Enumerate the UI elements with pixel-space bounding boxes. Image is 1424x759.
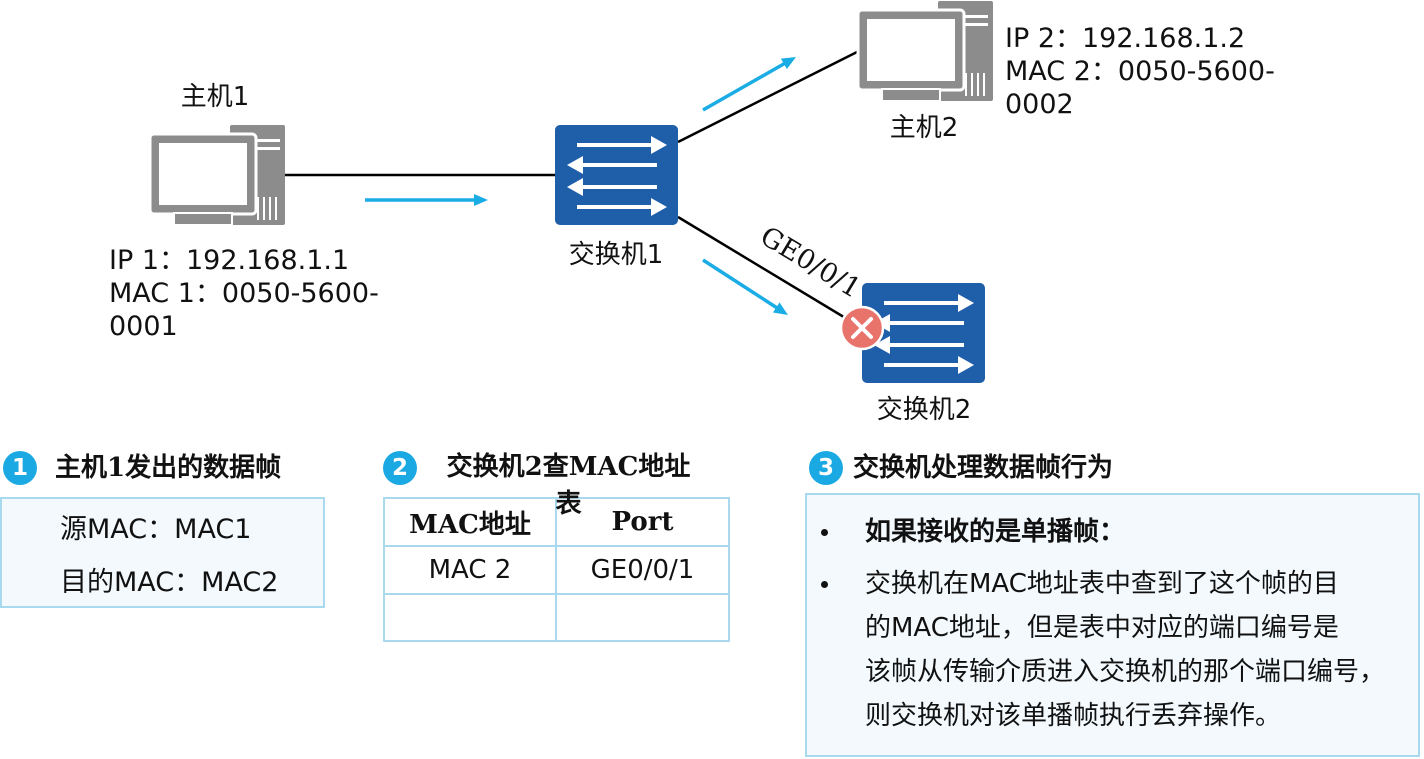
switch-body: [862, 283, 985, 383]
link-switch1-switch2: [677, 215, 863, 330]
red-x-icon: [839, 305, 885, 351]
arrow-shaft: [888, 321, 964, 325]
drive-bay: [962, 15, 988, 18]
step-badge-2: 2: [383, 451, 417, 485]
cell-mac-address: [383, 593, 557, 642]
cell-port: GE0/0/1: [555, 545, 730, 595]
switch-body: [555, 125, 678, 225]
sent-frame-panel: 源MAC：MAC1 目的MAC：MAC2: [0, 497, 325, 608]
section3-title: 交换机处理数据帧行为: [853, 453, 1114, 483]
drive-bay: [254, 147, 280, 150]
screen: [159, 143, 247, 205]
step-badge-1: 1: [3, 451, 37, 485]
host2-mac: MAC 2：0050-5600-: [1005, 56, 1275, 87]
table-row: [383, 593, 730, 642]
arrow-head-left: [874, 336, 890, 354]
explanation-line: 的MAC地址，但是表中对应的端口编号是: [865, 613, 1339, 643]
network-topology: GE0/0/1: [148, 1, 993, 383]
screen: [867, 19, 955, 81]
explanation-line: 交换机在MAC地址表中查到了这个帧的目: [865, 569, 1339, 599]
flow-arrow-switch1-to-switch2: [702, 258, 788, 316]
host2-ip: IP 2：192.168.1.2: [1005, 23, 1246, 54]
bullet-dot: [821, 581, 828, 588]
arrow-head-right: [651, 198, 667, 216]
drive-bay: [962, 23, 988, 26]
arrow-shaft: [581, 163, 657, 167]
mac-address-table: MAC地址 Port MAC 2 GE0/0/1: [383, 497, 730, 642]
cell-port: [555, 593, 730, 642]
arrow-shaft: [884, 363, 960, 367]
monitor-stand: [881, 88, 941, 102]
host1-mac-continued: 0001: [109, 311, 178, 342]
explanation-line: 则交换机对该单播帧执行丢弃操作。: [865, 701, 1282, 731]
host1-mac: MAC 1：0050-5600-: [109, 278, 379, 309]
cell-mac-address: MAC 2: [383, 545, 557, 595]
link-switch1-host2: [677, 49, 860, 144]
switch2-label: 交换机2: [876, 395, 972, 425]
column-header-port: Port: [555, 497, 730, 547]
flow-arrow-switch1-to-host2: [702, 56, 797, 112]
host1-computer-icon: [148, 125, 285, 226]
table-header-row: MAC地址 Port: [383, 497, 730, 547]
arrow-head-right: [958, 294, 974, 312]
arrow-shaft: [884, 301, 960, 305]
x-stroke: [851, 317, 873, 339]
switch1-label: 交换机1: [568, 240, 664, 270]
arrow-head-right: [958, 356, 974, 374]
host2-mac-continued: 0002: [1005, 89, 1074, 120]
arrow-head-right: [651, 136, 667, 154]
source-mac-line: 源MAC：MAC1: [60, 514, 252, 545]
host2-label: 主机2: [889, 113, 959, 143]
drive-bay: [254, 139, 280, 142]
host1-ip: IP 1：192.168.1.1: [109, 245, 350, 276]
table-row: MAC 2 GE0/0/1: [383, 545, 730, 595]
section1-title: 主机1发出的数据帧: [55, 453, 282, 483]
arrow-head-left: [567, 156, 583, 174]
bullet-dot: [821, 529, 828, 536]
arrow-head-left: [567, 178, 583, 196]
monitor-stand: [173, 212, 233, 226]
switch1-switch-icon: [555, 125, 678, 225]
section2-title-line: 表: [555, 489, 582, 519]
arrow-shaft: [577, 143, 653, 147]
section2-title-line: 交换机2查MAC地址: [446, 452, 691, 482]
column-header-mac-address: MAC地址: [383, 497, 557, 547]
destination-mac-line: 目的MAC：MAC2: [60, 567, 279, 598]
host1-label: 主机1: [180, 82, 250, 112]
section2-title: 交换机2查MAC地址 表: [436, 449, 701, 523]
host2-computer-icon: [856, 1, 993, 102]
explanation-line: 该帧从传输介质进入交换机的那个端口编号，: [865, 657, 1386, 687]
arrow-shaft: [581, 185, 657, 189]
arrow-shaft: [888, 343, 964, 347]
switch2-switch-icon: [862, 283, 985, 383]
discard-explanation: 交换机在MAC地址表中查到了这个帧的目 的MAC地址，但是表中对应的端口编号是 …: [865, 562, 1385, 738]
host2-address-info: IP 2：192.168.1.2 MAC 2：0050-5600- 0002: [1005, 22, 1275, 121]
step-badge-3: 3: [809, 451, 843, 485]
unicast-condition-text: 如果接收的是单播帧：: [865, 517, 1126, 547]
frame-handling-panel: 如果接收的是单播帧： 交换机在MAC地址表中查到了这个帧的目 的MAC地址，但是…: [805, 493, 1420, 757]
port-label-ge0-0-1: GE0/0/1: [755, 221, 866, 305]
host1-address-info: IP 1：192.168.1.1 MAC 1：0050-5600- 0001: [109, 244, 379, 343]
arrow-shaft: [577, 205, 653, 209]
